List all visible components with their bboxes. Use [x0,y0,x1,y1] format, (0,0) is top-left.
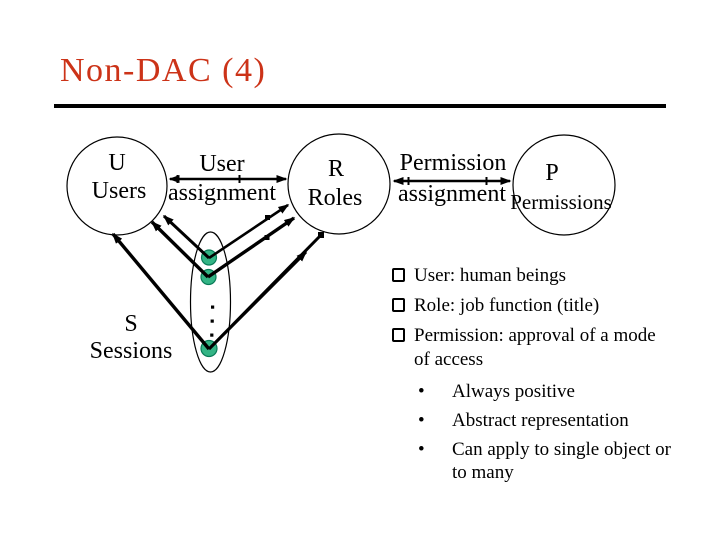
sub-bullet-text: Can apply to single object or to many [452,439,671,483]
sub-list-item: • Abstract representation [392,409,694,432]
roles-circle [287,133,391,235]
user-assignment-label-line1: User [199,151,244,177]
permissions-label: Permissions [510,190,612,214]
sessions-abbr: S [124,311,137,337]
list-item: Permission: approval of a mode of access [392,324,694,372]
session-user-arrow [150,220,210,279]
ellipsis-dot [210,333,214,337]
arrow-tick [485,177,488,185]
square-bullet-icon [392,298,405,312]
ellipsis-dot [210,319,214,323]
connector-dot [264,235,270,240]
sessions-ellipse [189,231,232,373]
permission-assignment-label-line1: Permission [400,150,507,176]
arrow-tick [176,175,179,183]
sub-bullet-text: Abstract representation [452,410,629,431]
session-role-arrow-head [207,250,308,351]
permissions-abbr: P [545,160,558,186]
user-assignment-label-line2: assignment [168,180,276,206]
arrow-tick [407,177,410,185]
dot-bullet-icon: • [418,439,425,460]
dot-bullet-icon: • [418,381,425,402]
roles-label: Roles [308,185,363,211]
session-user-arrow [111,232,211,351]
dot-bullet-icon: • [418,410,425,431]
roles-abbr: R [328,156,344,182]
bullet-text: Role: job function (title) [414,295,600,316]
permission-assignment-label-line2: assignment [398,181,506,207]
sub-list-item: • Can apply to single object or to many [392,438,694,484]
page-title: Non-DAC (4) [60,52,267,89]
ellipsis-dot [211,305,215,309]
arrow-tick [238,175,241,183]
sub-list-item: • Always positive [392,380,694,403]
session-user-arrow [162,214,211,260]
bullet-text: Permission: approval of a mode of access [414,325,656,370]
users-abbr: U [108,150,125,176]
square-bullet-icon [392,268,405,282]
connector-dot [265,215,270,220]
bullet-text: User: human beings [414,265,566,286]
sub-bullet-text: Always positive [452,381,575,402]
sessions-label: Sessions [90,338,173,364]
permissions-circle [512,134,616,236]
users-label: Users [92,178,147,204]
session-role-arrow [207,216,296,279]
list-item: User: human beings [392,264,694,288]
connector-dot [318,232,324,238]
title-underline [54,104,666,108]
bullet-list: User: human beings Role: job function (t… [392,264,694,490]
square-bullet-icon [392,328,405,342]
session-role-arrow [208,203,290,260]
list-item: Role: job function (title) [392,294,694,318]
